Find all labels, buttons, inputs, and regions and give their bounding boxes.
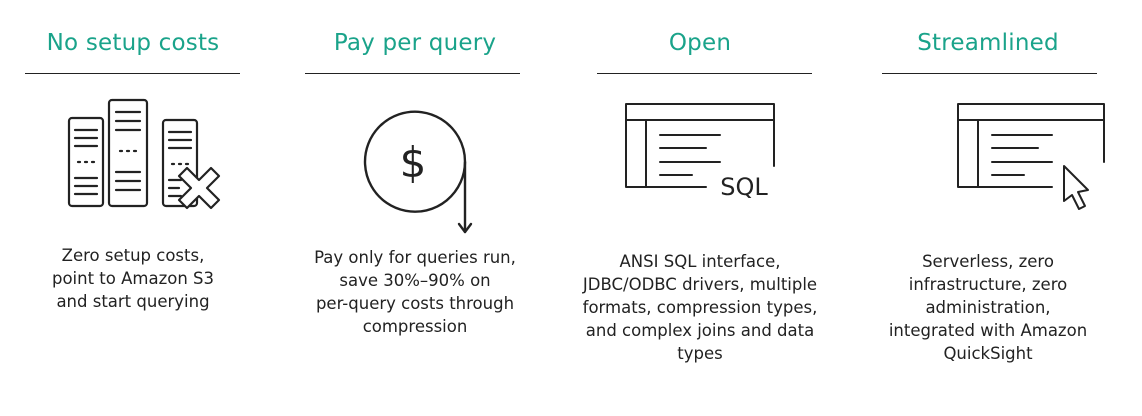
description-line: types: [677, 344, 723, 363]
divider: [25, 73, 240, 74]
dollar-coin-icon: $: [363, 110, 473, 234]
feature-title: Streamlined: [917, 30, 1059, 56]
sql-label: SQL: [720, 173, 768, 201]
description-line: JDBC/ODBC drivers, multiple: [582, 275, 818, 294]
divider: [305, 73, 520, 74]
feature-title: No setup costs: [46, 30, 220, 56]
description-line: Pay only for queries run,: [314, 248, 516, 267]
feature-title: Pay per query: [333, 30, 497, 56]
feature-no-setup-costs: No setup costs Zero setup costs, point t…: [3, 0, 263, 416]
feature-streamlined: Streamlined Serverless, zero infrastruct…: [858, 0, 1118, 416]
description-line: per-query costs through: [315, 294, 515, 313]
svg-text:$: $: [400, 138, 427, 187]
sql-window-icon: SQL: [625, 103, 775, 201]
description-line: Zero setup costs,: [61, 246, 205, 265]
description-line: compression: [362, 317, 468, 336]
description-line: point to Amazon S3: [51, 269, 215, 288]
feature-open: Open SQL ANSI SQL interface, JDBC/ODBC d…: [570, 0, 830, 416]
description-line: and start querying: [56, 292, 210, 311]
divider: [882, 73, 1097, 74]
description-line: save 30%–90% on: [339, 271, 491, 290]
description-line: administration,: [925, 298, 1051, 317]
feature-title: Open: [668, 30, 732, 56]
feature-description: Zero setup costs, point to Amazon S3 and…: [3, 244, 263, 313]
description-line: infrastructure, zero: [908, 275, 1068, 294]
server-rack-with-x-icon: [67, 98, 221, 210]
description-line: integrated with Amazon: [888, 321, 1088, 340]
description-line: Serverless, zero: [922, 252, 1054, 271]
description-line: and complex joins and data: [585, 321, 815, 340]
feature-description: ANSI SQL interface, JDBC/ODBC drivers, m…: [570, 250, 830, 365]
description-line: formats, compression types,: [582, 298, 818, 317]
window-with-cursor-icon: [957, 103, 1105, 210]
description-line: QuickSight: [943, 344, 1033, 363]
feature-description: Pay only for queries run, save 30%–90% o…: [285, 246, 545, 338]
feature-description: Serverless, zero infrastructure, zero ad…: [858, 250, 1118, 365]
description-line: ANSI SQL interface,: [619, 252, 781, 271]
feature-pay-per-query: Pay per query $ Pay only for queries run…: [285, 0, 545, 416]
divider: [597, 73, 812, 74]
